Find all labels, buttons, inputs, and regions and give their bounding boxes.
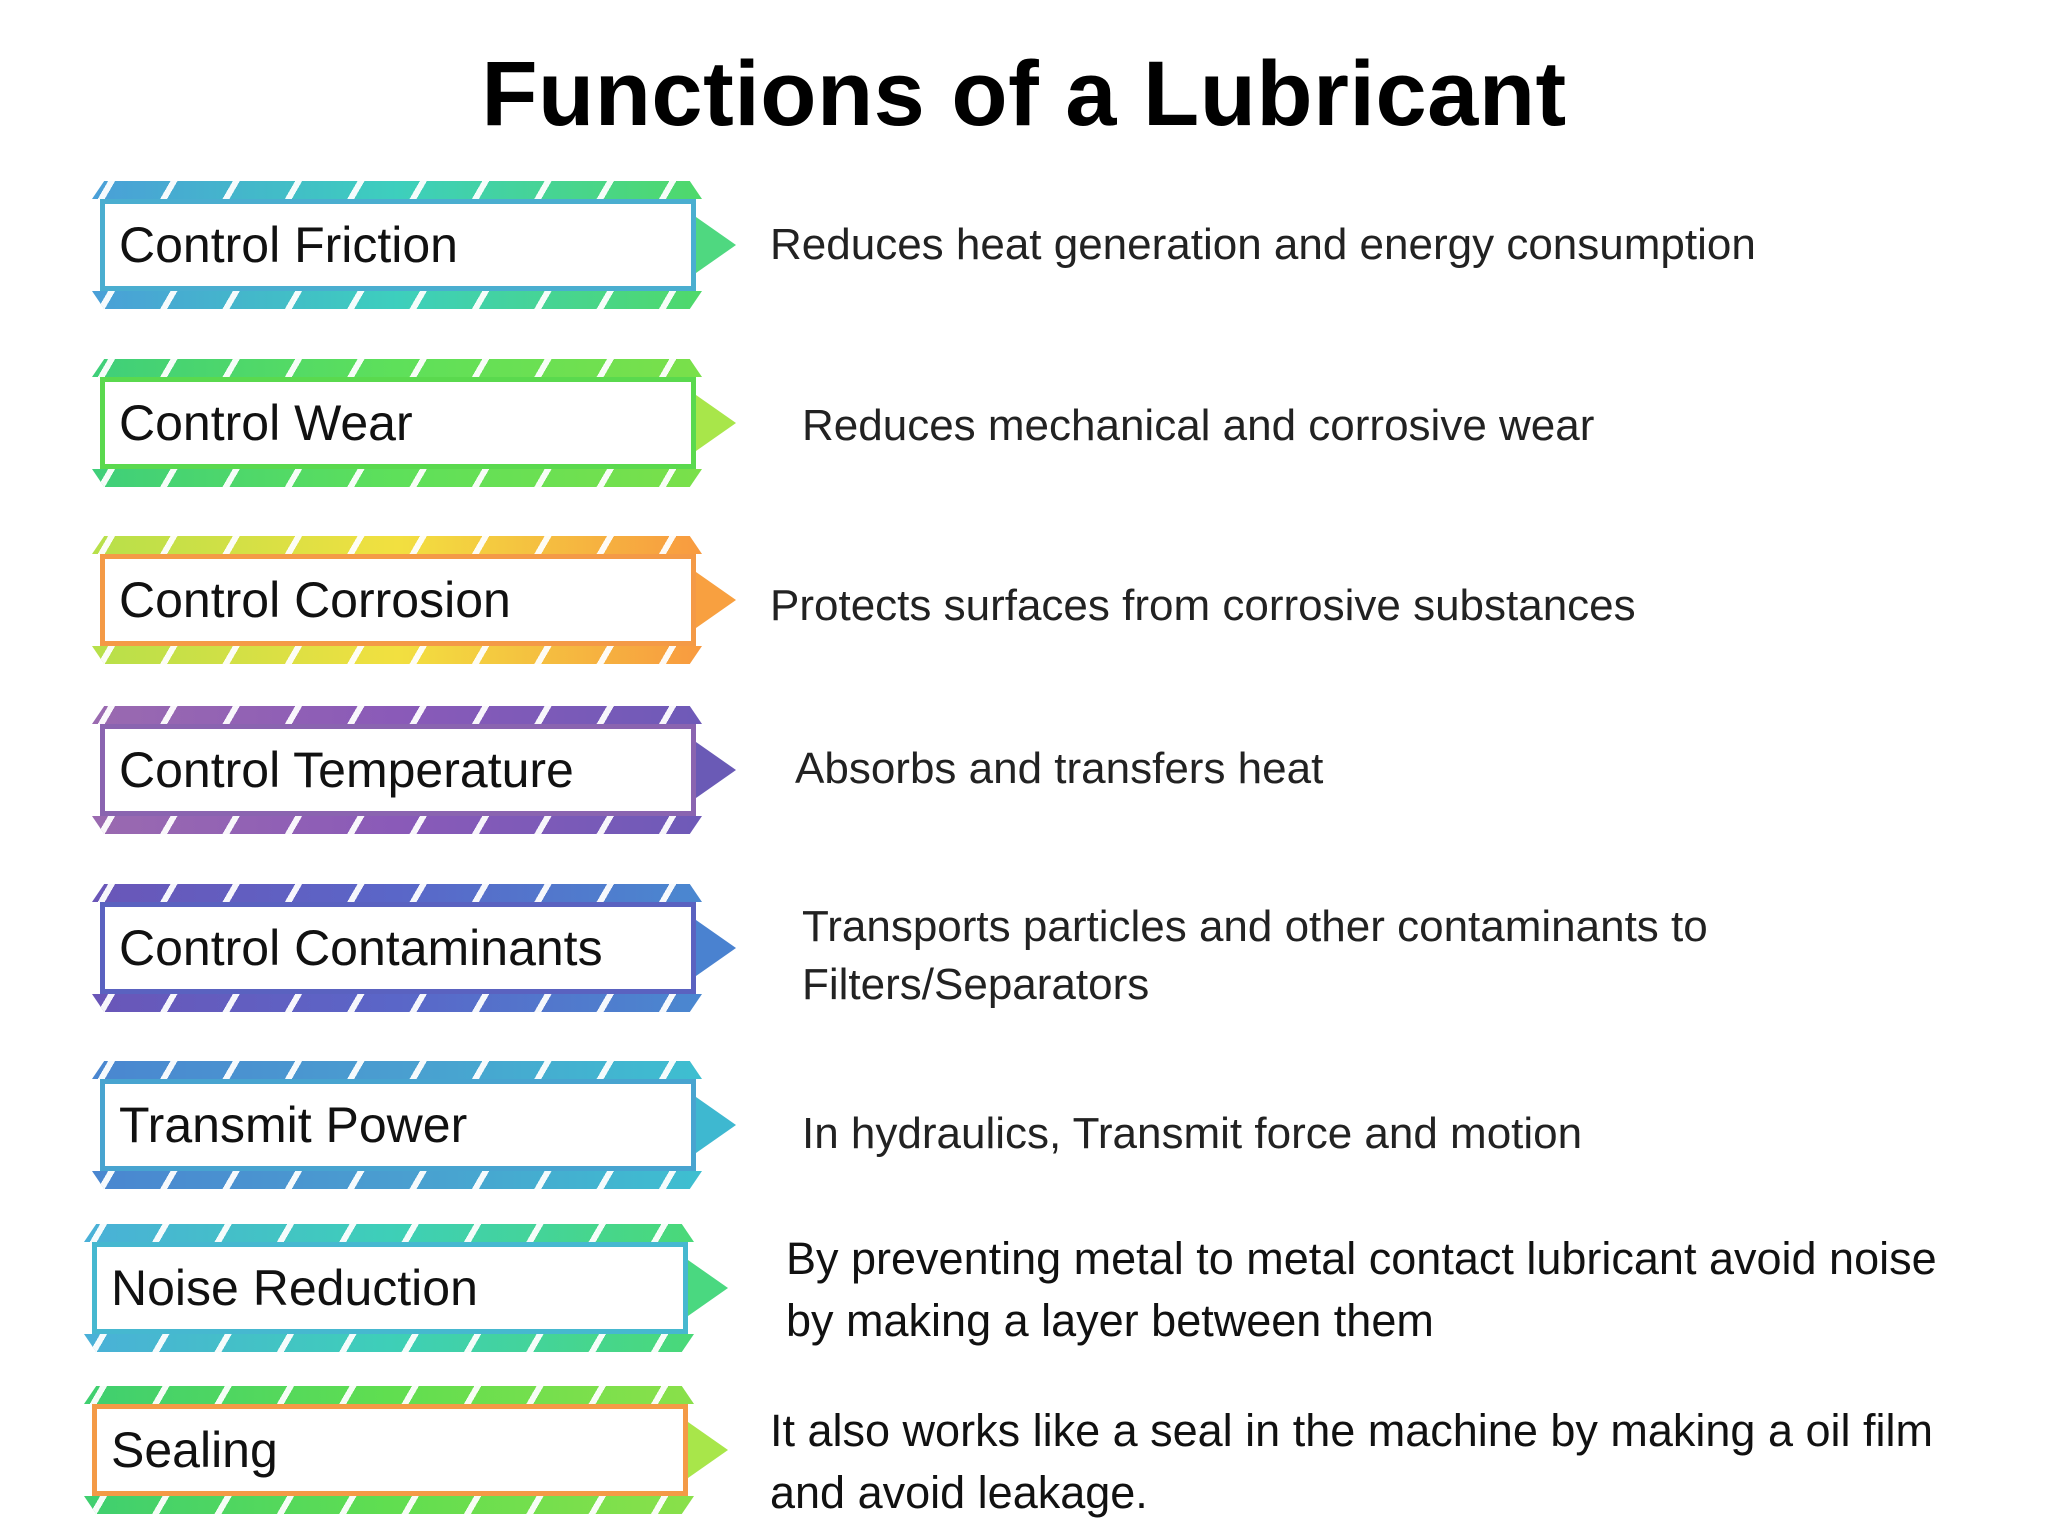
function-label: Control Wear (119, 395, 413, 451)
function-label-box: Control Corrosion (100, 554, 696, 646)
function-label: Transmit Power (119, 1097, 468, 1153)
arrow-right-icon (696, 217, 736, 273)
banner-stripe-top (92, 536, 702, 554)
function-description: Absorbs and transfers heat (795, 744, 1324, 793)
banner-stripe-top (92, 884, 702, 902)
function-description: In hydraulics, Transmit force and motion (802, 1109, 1583, 1158)
banner-stripe-top (92, 706, 702, 724)
arrow-right-icon (696, 742, 736, 798)
banner-stripe-top (84, 1386, 694, 1404)
function-label-box: Control Temperature (100, 724, 696, 816)
function-label: Noise Reduction (111, 1260, 478, 1316)
banner-stripe-top (92, 181, 702, 199)
banner-stripe-bottom (92, 1171, 702, 1189)
function-label-box: Control Contaminants (100, 902, 696, 994)
function-description: Reduces mechanical and corrosive wear (802, 401, 1595, 450)
function-description: Filters/Separators (802, 960, 1150, 1009)
function-description: By preventing metal to metal contact lub… (786, 1233, 1937, 1284)
banner-stripe-bottom (92, 291, 702, 309)
function-label-box: Control Wear (100, 377, 696, 469)
function-description: Reduces heat generation and energy consu… (770, 220, 1756, 269)
arrow-right-icon (696, 920, 736, 976)
function-description: It also works like a seal in the machine… (770, 1405, 1933, 1456)
function-description: and avoid leakage. (770, 1467, 1148, 1518)
banner-stripe-bottom (92, 816, 702, 834)
function-description: by making a layer between them (786, 1295, 1434, 1346)
function-label: Control Corrosion (119, 572, 511, 628)
function-label-box: Transmit Power (100, 1079, 696, 1171)
banner-stripe-top (92, 359, 702, 377)
function-label: Control Contaminants (119, 920, 603, 976)
banner-stripe-bottom (84, 1334, 694, 1352)
function-label-box: Noise Reduction (92, 1242, 688, 1334)
arrow-right-icon (696, 1097, 736, 1153)
banner-stripe-bottom (92, 469, 702, 487)
arrow-right-icon (696, 395, 736, 451)
function-label: Control Temperature (119, 742, 574, 798)
banner-stripe-top (92, 1061, 702, 1079)
arrow-right-icon (688, 1422, 728, 1478)
banner-stripe-bottom (92, 646, 702, 664)
page-title: Functions of a Lubricant (481, 43, 1567, 145)
function-label-box: Control Friction (100, 199, 696, 291)
banner-stripe-bottom (92, 994, 702, 1012)
banner-stripe-bottom (84, 1496, 694, 1514)
function-label-box: Sealing (92, 1404, 688, 1496)
arrow-right-icon (696, 572, 736, 628)
function-label: Control Friction (119, 217, 458, 273)
function-label: Sealing (111, 1422, 278, 1478)
function-description: Protects surfaces from corrosive substan… (770, 581, 1636, 630)
function-description: Transports particles and other contamina… (802, 902, 1708, 951)
arrow-right-icon (688, 1260, 728, 1316)
banner-stripe-top (84, 1224, 694, 1242)
